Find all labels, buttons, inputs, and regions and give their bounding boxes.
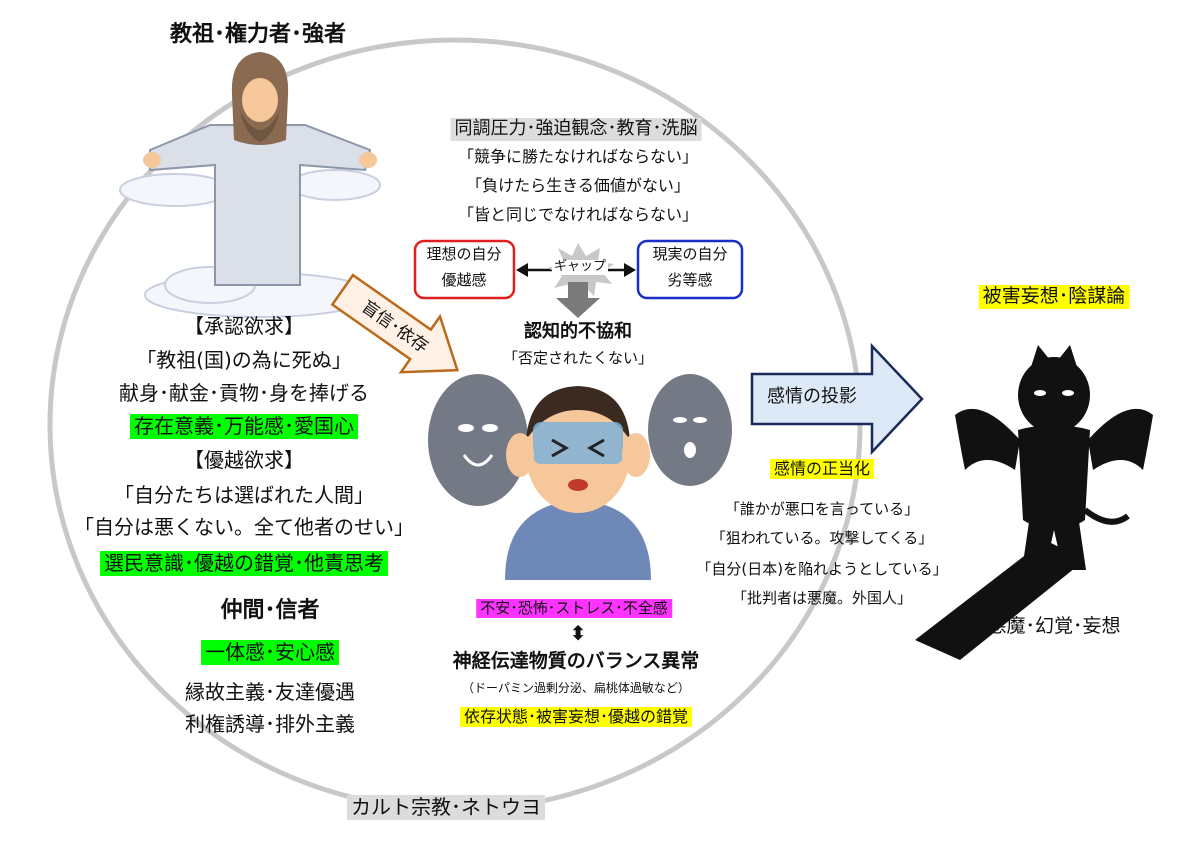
approval-line-1: 「教祖(国)の為に死ぬ」 [136, 348, 352, 372]
approval-highlight: 存在意義･万能感･愛国心 [130, 414, 358, 439]
updown-arrow: ⬍ [569, 621, 587, 645]
ghost-faces-icon [428, 374, 732, 506]
devil-label: 悪魔･幻覚･妄想 [987, 615, 1121, 637]
dissonance-title: 認知的不協和 [524, 321, 632, 342]
quote-same: 「皆と同じでなければならない」 [457, 205, 699, 224]
neuro-title: 神経伝達物質のバランス異常 [452, 650, 700, 672]
projection-quote-4: 「批判者は悪魔。外国人」 [731, 589, 913, 607]
projection-quote-1: 「誰かが悪口を言っている」 [724, 500, 920, 518]
fellows-line-1: 縁故主義･友達優遇 [185, 680, 355, 704]
projection-arrow-label: 感情の投影 [767, 386, 857, 407]
ideal-self-line2: 優越感 [441, 271, 487, 289]
approval-line-2: 献身･献金･貢物･身を捧げる [119, 381, 369, 405]
fellows-highlight: 一体感･安心感 [201, 640, 339, 665]
quote-lose: 「負けたら生きる価値がない」 [466, 176, 690, 195]
superiority-title: 【優越欲求】 [184, 448, 304, 472]
gap-label: ギャップ [551, 259, 609, 275]
fellows-line-2: 利権誘導･排外主義 [185, 712, 355, 736]
projection-arrow [750, 342, 924, 456]
devil-silhouette-icon [915, 345, 1153, 660]
ideal-self-box [413, 239, 516, 300]
real-self-line2: 劣等感 [667, 271, 713, 289]
fellows-title: 仲間･信者 [220, 598, 320, 623]
approval-title: 【承認欲求】 [184, 314, 304, 338]
real-self-box [636, 239, 744, 300]
dissonance-sub: 「否定されたくない」 [502, 349, 654, 367]
projection-quote-2: 「狙われている。攻撃してくる」 [710, 529, 934, 547]
neuro-sub: （ドーパミン過剰分泌、扁桃体過敏など） [462, 681, 690, 695]
blind-belief-arrow [330, 273, 460, 374]
paranoia-label: 被害妄想･陰謀論 [978, 285, 1130, 309]
guru-figure-icon [119, 52, 381, 318]
cult-label: カルト宗教･ネトウヨ [347, 795, 545, 820]
superiority-line-1: 「自分たちは選ばれた人間」 [114, 483, 374, 507]
superiority-line-2: 「自分は悪くない。全て他者のせい」 [74, 515, 414, 539]
guru-title: 教祖･権力者･強者 [169, 22, 347, 47]
projection-quote-3: 「自分(日本)を陥れようとしている」 [696, 560, 948, 578]
superiority-highlight: 選民意識･優越の錯覚･他責思考 [100, 551, 388, 576]
real-self-line1: 現実の自分 [652, 245, 728, 263]
pressure-label: 同調圧力･強迫観念･教育･洗脳 [450, 118, 702, 141]
distressed-person-icon [505, 386, 651, 580]
ideal-self-line1: 理想の自分 [426, 245, 502, 263]
down-arrow [556, 282, 600, 318]
anxiety-label: 不安･恐怖･ストレス･不全感 [476, 599, 672, 619]
dependency-label: 依存状態･被害妄想･優越の錯覚 [459, 707, 693, 728]
quote-compete: 「競争に勝たなければならない」 [457, 147, 699, 166]
justification-label: 感情の正当化 [769, 459, 875, 480]
